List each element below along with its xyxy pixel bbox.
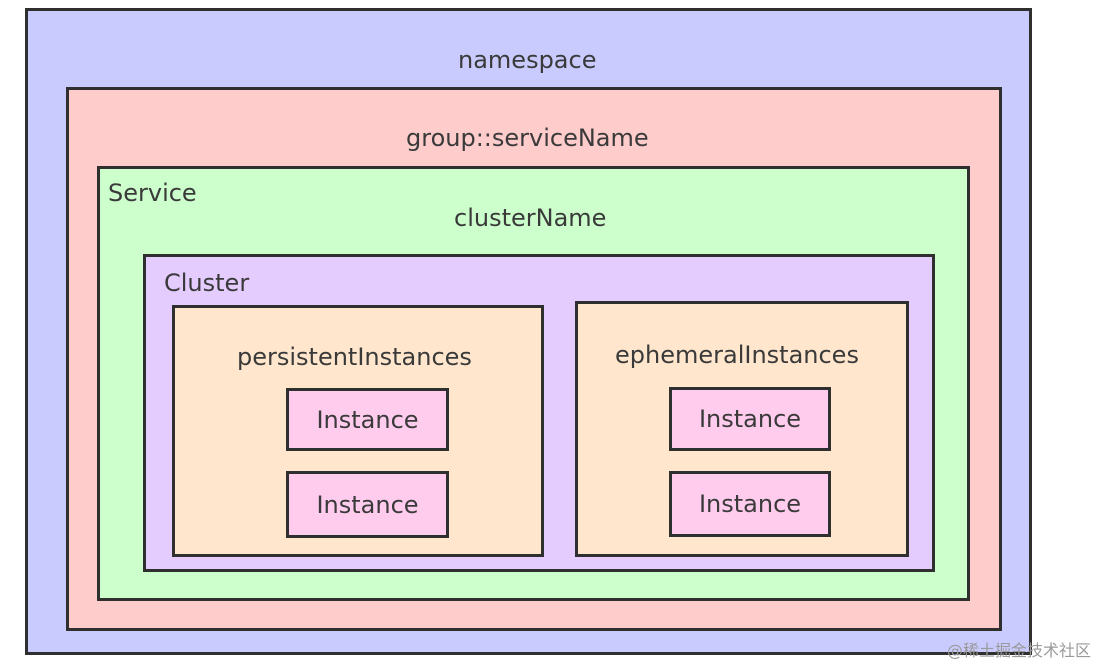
ephemeral-instance-1: Instance — [669, 387, 831, 451]
cluster-name-label: clusterName — [454, 204, 607, 232]
cluster-label: Cluster — [164, 269, 250, 297]
ephemeral-instances-label: ephemeralInstances — [615, 341, 859, 369]
ephemeral-instance-2: Instance — [669, 471, 831, 537]
namespace-label: namespace — [458, 46, 597, 74]
group-service-name-label: group::serviceName — [406, 124, 649, 152]
persistent-instance-1: Instance — [286, 388, 449, 451]
persistent-instance-2: Instance — [286, 471, 449, 538]
watermark: @稀土掘金技术社区 — [946, 641, 1091, 660]
service-label: Service — [108, 179, 197, 207]
persistent-instances-label: persistentInstances — [237, 343, 472, 371]
